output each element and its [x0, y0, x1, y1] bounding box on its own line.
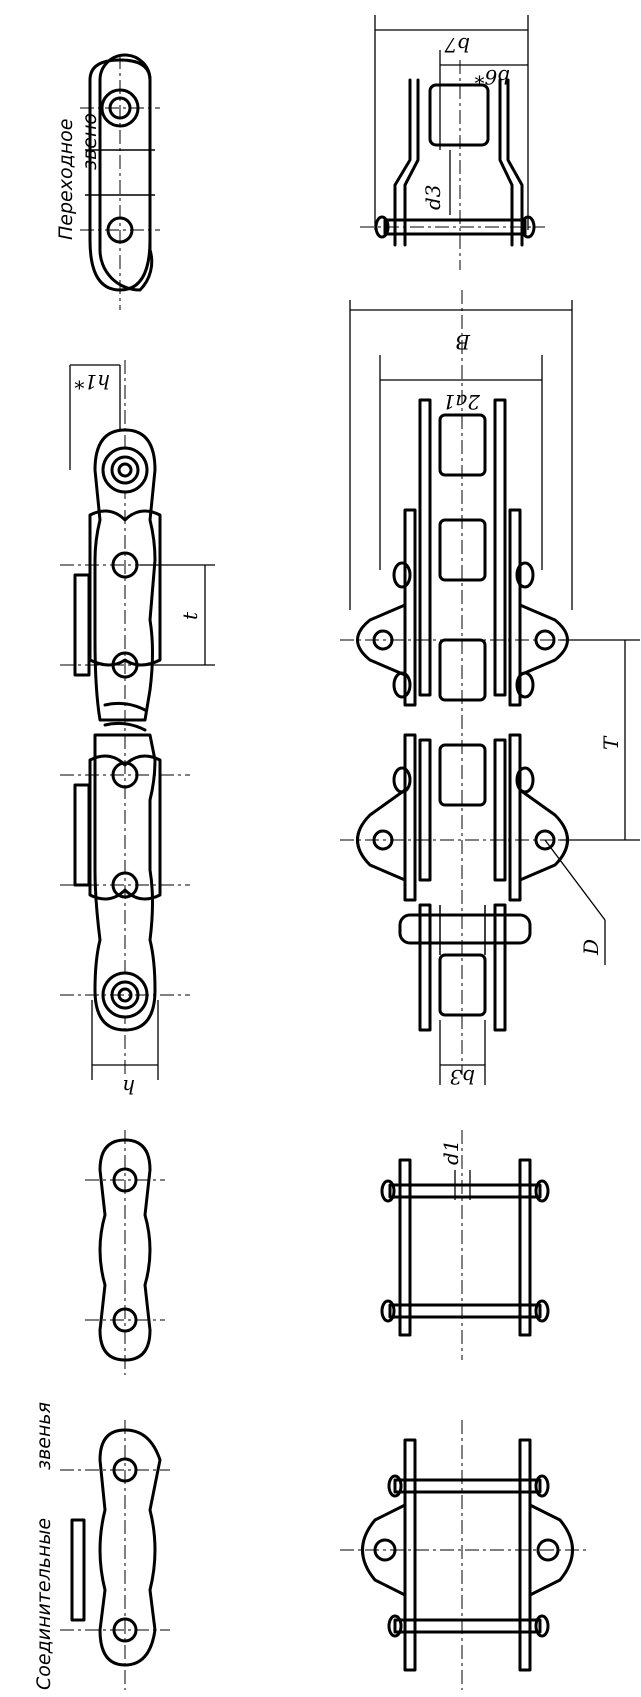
connecting-links-side-view: Соединительные звенья	[33, 1130, 170, 1690]
dim-b3-bottom-label: b3	[449, 1065, 475, 1089]
connecting-links-caption-part2: звенья	[33, 1402, 55, 1470]
dim-T-label: T	[599, 735, 623, 750]
transition-link-side-view: Переходное звено	[55, 53, 160, 310]
connecting-links-top-view: d1	[340, 1130, 590, 1690]
dim-B-label: B	[455, 330, 471, 354]
dim-b7-label: b7	[444, 33, 470, 57]
dim-t-label: t	[178, 611, 202, 620]
dim-D-label: D	[579, 939, 603, 956]
chain-top-view: B 2a1	[340, 290, 640, 1089]
dim-h-label: h	[122, 1075, 135, 1099]
transition-link-caption-line1: Переходное	[55, 119, 77, 240]
transition-link-top-view: b7 b6* d3	[360, 15, 545, 270]
dim-2a1-label: 2a1	[443, 390, 481, 414]
chain-side-view: h1* t h	[60, 360, 215, 1099]
dim-d3-label: d3	[421, 184, 445, 210]
dim-d1-label: d1	[439, 1139, 463, 1165]
connecting-links-caption-part1: Соединительные	[33, 1518, 55, 1690]
dim-h1-label: h1*	[74, 370, 110, 394]
